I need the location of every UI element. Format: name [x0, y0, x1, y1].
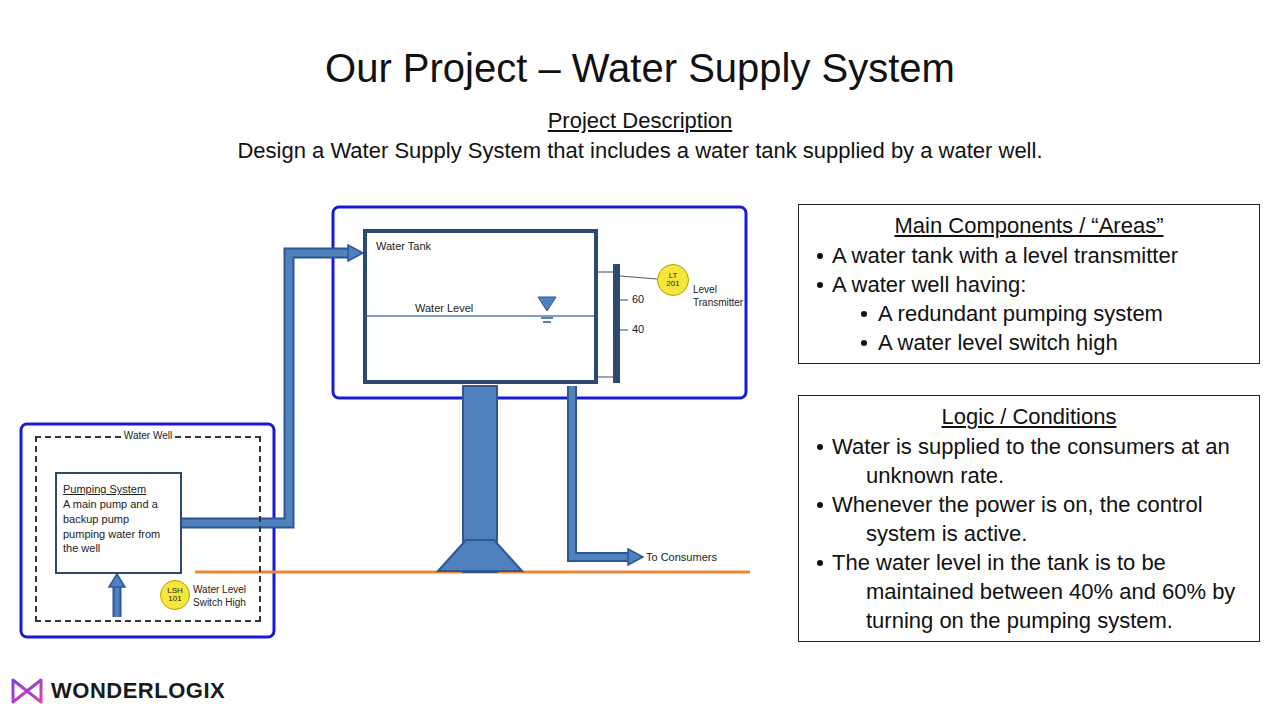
bullet-row: Water is supplied to the consumers at an…	[809, 432, 1249, 490]
bullet-row: A water level switch high	[809, 328, 1249, 357]
sensor-circle: LSH 101	[160, 580, 190, 610]
inlet-pipe	[115, 586, 120, 617]
consumer-pipe	[572, 386, 630, 557]
level-symbol	[538, 297, 556, 311]
level-scale	[613, 264, 620, 383]
level-symbol	[541, 317, 553, 319]
bullet-dot	[861, 311, 867, 317]
pipe-stroke	[182, 253, 350, 523]
bullet-dot	[817, 282, 823, 288]
bullet-text: A redundant pumping system	[809, 299, 1249, 328]
info-box: Main Components / “Areas”A water tank wi…	[798, 204, 1260, 364]
sensor-tag: LSH 101	[165, 587, 185, 604]
instrument-label: Water Level Switch High	[193, 583, 253, 609]
logo-text: WONDERLOGIX	[51, 678, 225, 704]
leader-line	[620, 276, 657, 279]
bullet-text: Whenever the power is on, the control sy…	[809, 490, 1249, 548]
arrow-head	[348, 245, 363, 261]
scale-value: 60	[632, 293, 644, 305]
bullet-dot	[817, 560, 823, 566]
bullet-text: A water well having:	[809, 270, 1249, 299]
bullet-text: A water tank with a level transmitter	[809, 241, 1249, 270]
arrow-head	[628, 549, 643, 565]
level-symbol	[543, 321, 551, 323]
flow-label: To Consumers	[646, 551, 717, 563]
bullet-row: Whenever the power is on, the control sy…	[809, 490, 1249, 548]
scale-tick	[620, 300, 628, 301]
water-level-line	[366, 315, 596, 317]
box-heading: Logic / Conditions	[809, 402, 1249, 431]
bullet-text: A water level switch high	[809, 328, 1249, 357]
box-heading: Water Tank	[376, 240, 585, 252]
highlight-box	[21, 424, 274, 637]
bullet-text: Water is supplied to the consumers at an…	[809, 432, 1249, 490]
pipe-connector	[182, 245, 363, 523]
bullet-row: The water level in the tank is to be mai…	[809, 548, 1249, 635]
arrow-head	[109, 574, 125, 587]
instrument-label: Level Transmitter	[693, 283, 741, 309]
scale-tick	[620, 330, 628, 331]
section-heading: Project Description	[0, 108, 1280, 134]
process-box: Pumping SystemA main pump and a backup p…	[55, 472, 182, 574]
box-heading: Main Components / “Areas”	[809, 211, 1249, 240]
sensor-tag: LT 201	[663, 272, 683, 289]
description: Design a Water Supply System that includ…	[0, 138, 1280, 164]
sensor-circle: LT 201	[657, 264, 689, 296]
bullet-dot	[817, 253, 823, 259]
bullet-dot	[817, 444, 823, 450]
logo-mark	[27, 680, 41, 702]
bullet-row: A redundant pumping system	[809, 299, 1249, 328]
box-heading: Pumping System	[63, 482, 174, 497]
level-label: Water Level	[414, 302, 474, 314]
info-box: Logic / ConditionsWater is supplied to t…	[798, 395, 1260, 642]
bullet-text: The water level in the tank is to be mai…	[809, 548, 1249, 635]
tank-base	[438, 540, 522, 571]
bullet-dot	[817, 502, 823, 508]
scale-value: 40	[632, 323, 644, 335]
process-box: Water Tank	[363, 229, 598, 384]
logo-mark	[13, 680, 27, 702]
consumer-pipe	[572, 386, 630, 557]
scale-tick	[598, 272, 614, 273]
bullet-dot	[861, 340, 867, 346]
title: Our Project – Water Supply System	[0, 46, 1280, 91]
area-heading: Water Well	[121, 430, 175, 441]
bullet-row: A water tank with a level transmitter	[809, 241, 1249, 270]
bullet-row: A water well having:	[809, 270, 1249, 299]
inlet-pipe	[113, 586, 122, 617]
box-body: A main pump and a backup pump pumping wa…	[63, 497, 174, 556]
pipe-stroke	[182, 253, 350, 523]
scale-tick	[598, 377, 614, 378]
highlight-box	[333, 207, 746, 398]
